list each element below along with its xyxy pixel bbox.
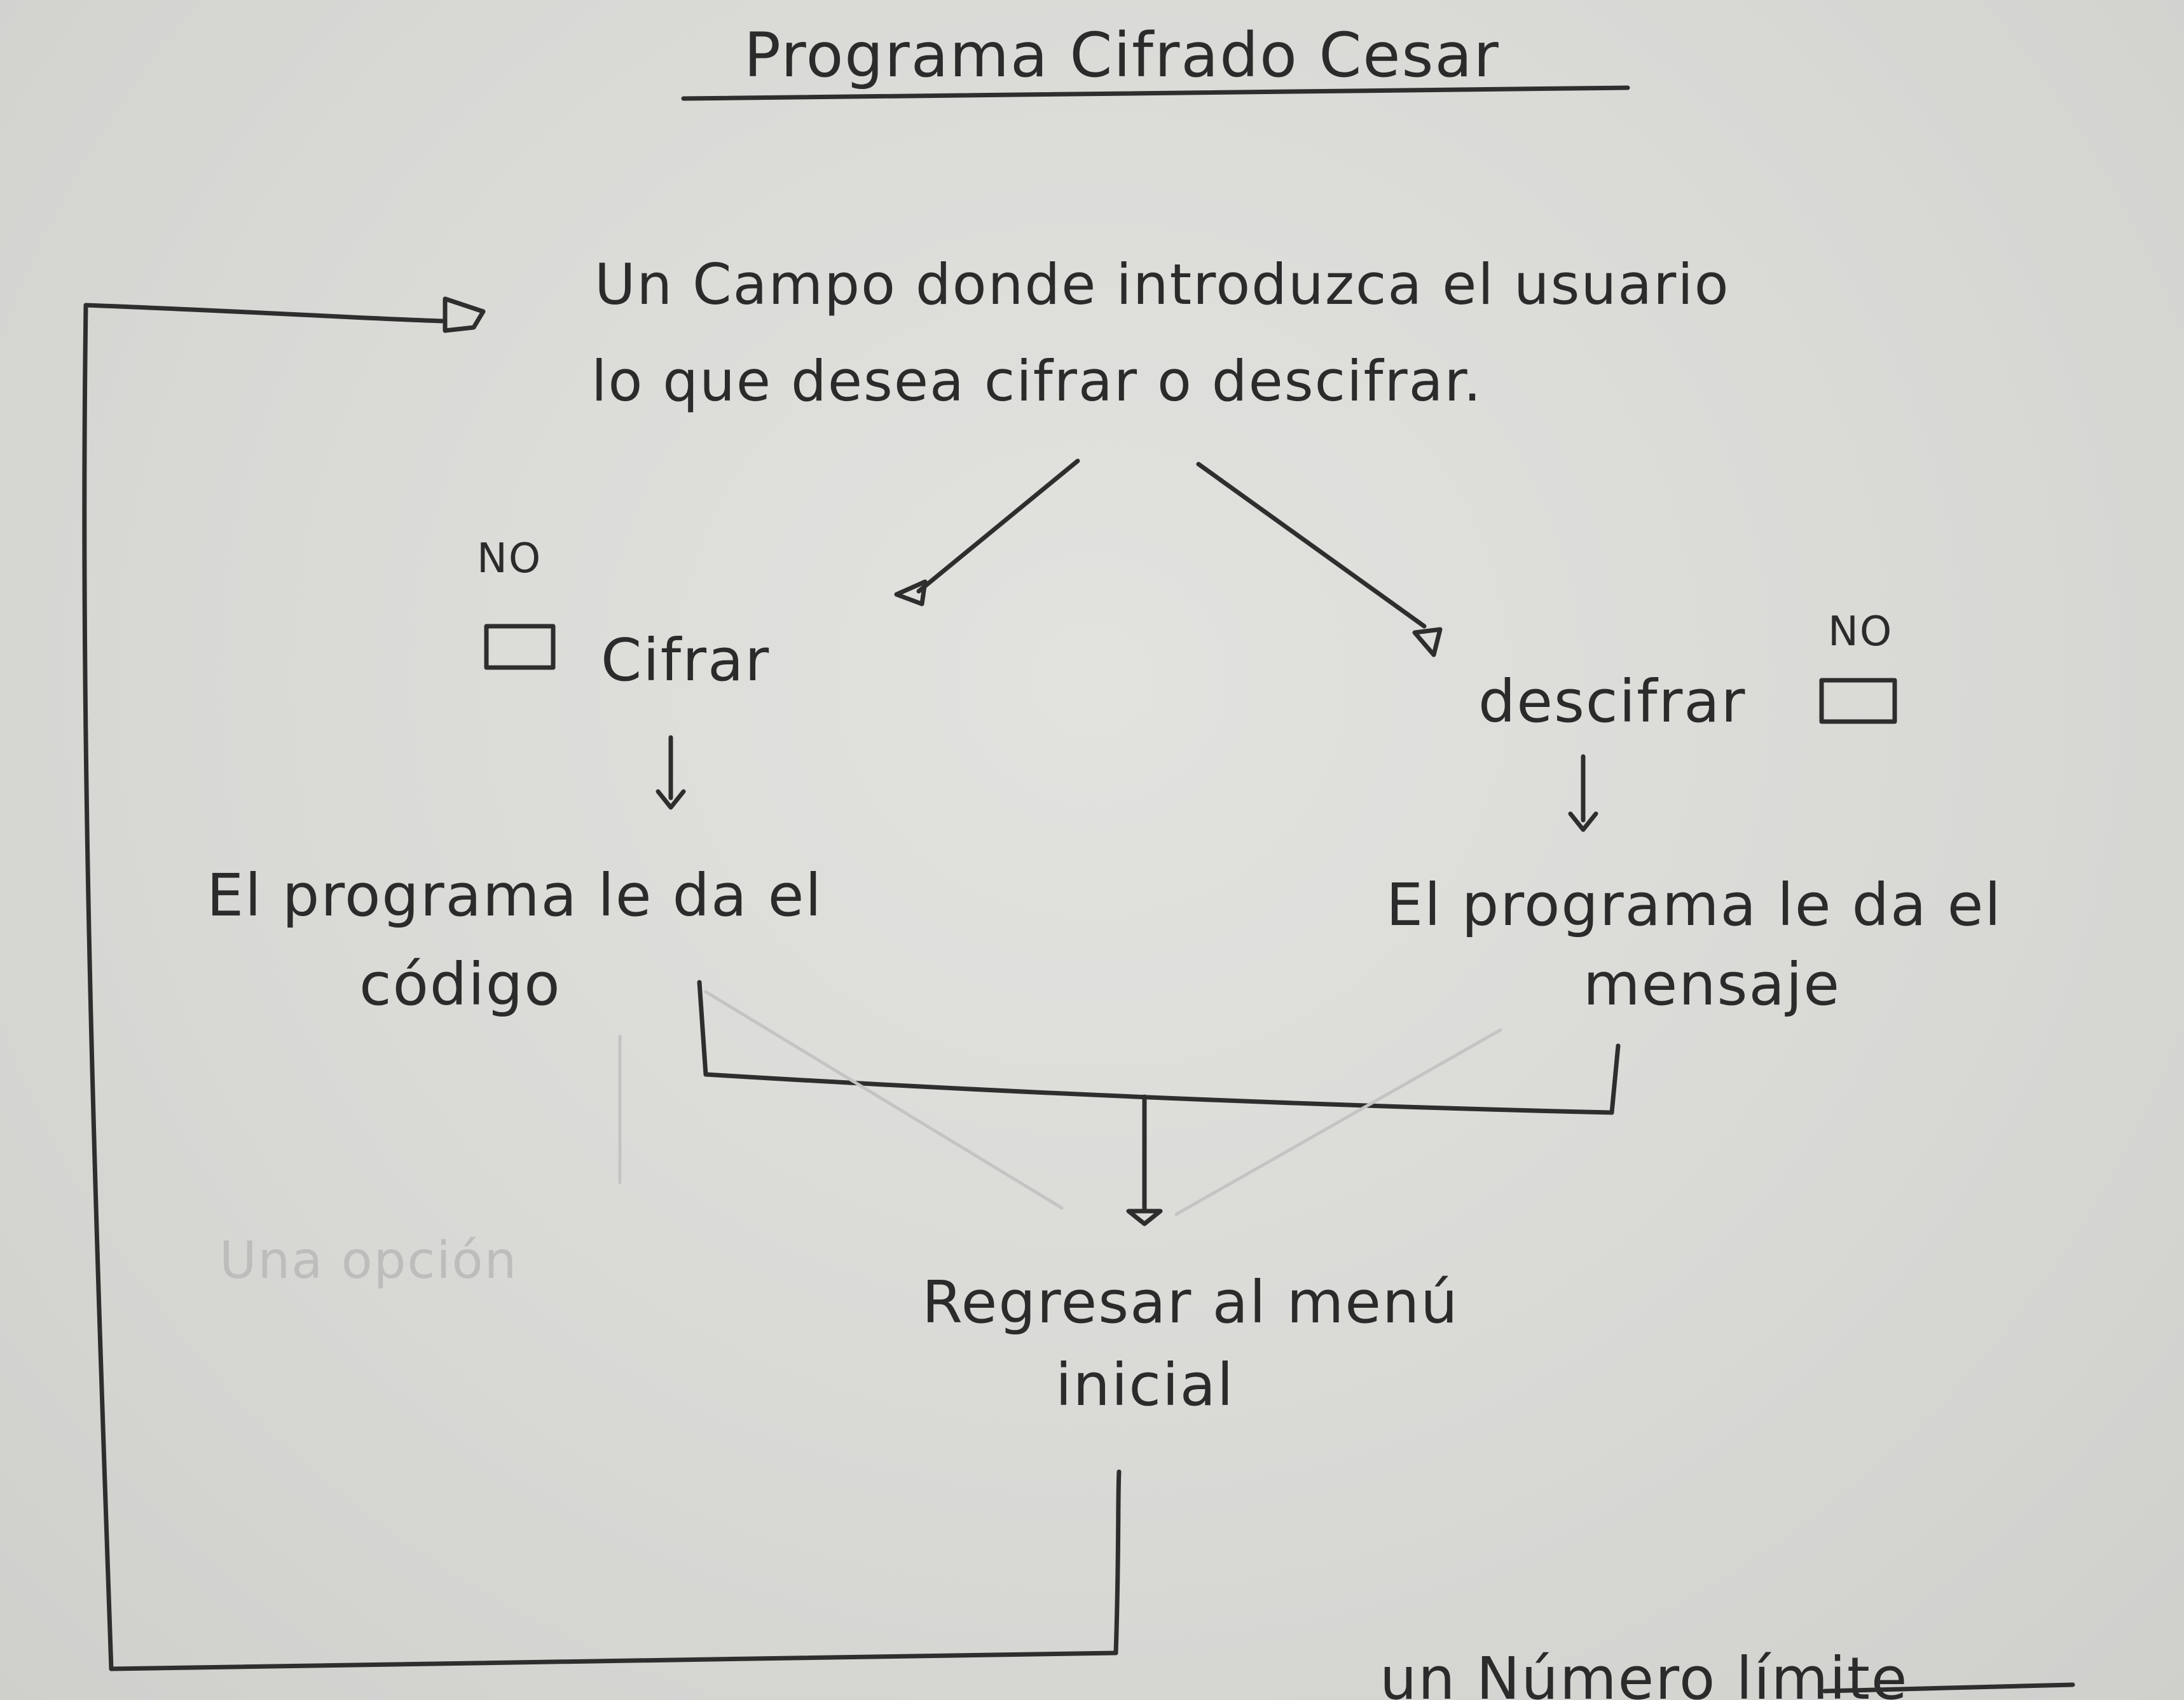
merge-bar [703,1072,1614,1115]
title-underline [681,85,1630,101]
loop-top-line [83,303,444,324]
merge-left-tick [697,980,708,1077]
return-step-line1: Regresar al menú [922,1268,1459,1336]
descifrar-label: descifrar [1478,668,1747,736]
erased-text: Una opción [219,1231,518,1290]
cifrar-no-mark: NO [477,535,542,582]
erased-line-left [704,990,1064,1210]
cifrar-result-line2: código [359,950,561,1018]
arrow-cifrar-down-head [656,789,686,810]
loop-right-line [1113,1469,1122,1655]
arrow-to-descifrar-head [1412,627,1443,657]
descifrar-result-line1: El programa le da el [1386,871,2002,939]
descifrar-no-mark: NO [1828,608,1893,655]
return-step-line2: inicial [1055,1351,1235,1419]
input-prompt-line2: lo que desea cifrar o descifrar. [591,348,1483,414]
merge-right-tick [1609,1043,1621,1115]
bottom-note-underline [1822,1682,2075,1694]
arrow-to-descifrar [1196,462,1427,629]
descifrar-result-line2: mensaje [1583,950,1841,1018]
cifrar-checkbox[interactable] [484,624,556,670]
arrow-to-cifrar [916,458,1080,594]
loop-arrowhead [443,296,486,333]
loop-bottom-line [109,1650,1118,1671]
descifrar-checkbox[interactable] [1819,678,1897,724]
cifrar-label: Cifrar [601,626,770,694]
bottom-note: un Número límite [1380,1645,1909,1700]
title-text: Programa Cifrado Cesar [744,20,1500,91]
input-prompt-line1: Un Campo donde introduzca el usuario [594,252,1730,317]
loop-left-line [82,303,114,1671]
merge-down-head [1126,1209,1163,1226]
arrow-descifrar-down-head [1568,811,1598,832]
arrow-to-cifrar-head [894,579,928,607]
erased-line-right [1174,1028,1502,1216]
cifrar-result-line1: El programa le da el [207,861,823,929]
